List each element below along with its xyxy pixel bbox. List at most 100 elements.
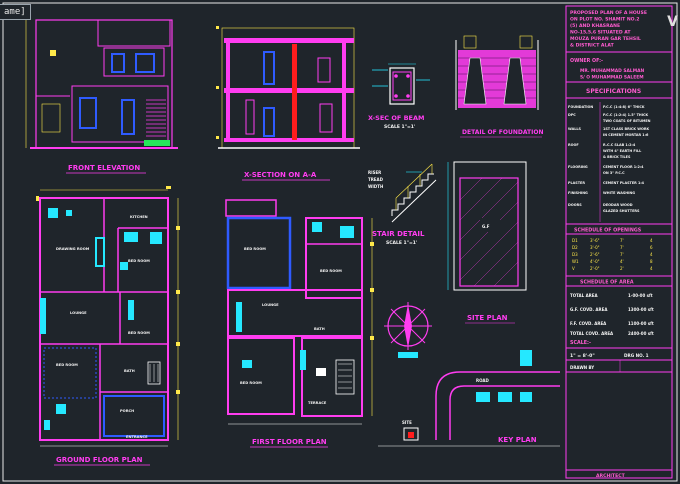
spec-val-13: GLAZED SHUTTERS — [603, 209, 640, 213]
site-plan-drawing: G.F — [447, 161, 527, 291]
north-arrow-icon — [384, 302, 432, 358]
area-val-0: 1-00-00 sft — [628, 293, 653, 298]
ground-floor-title: GROUND FLOOR PLAN — [56, 456, 143, 464]
owner-line-2: S/ O MUHAMMAD SALEEM — [580, 75, 644, 81]
spec-header: SPECIFICATIONS — [586, 88, 641, 95]
sched-2-3: 4 — [650, 252, 653, 257]
owner-header: OWNER OF:- — [570, 58, 603, 64]
architect-signature: ARCHITECT — [596, 473, 626, 479]
foundation-title: DETAIL OF FOUNDATION — [462, 129, 543, 136]
sched-2-1: 2'-6" — [590, 252, 600, 257]
stair-detail-scale: SCALE 1"=1' — [386, 240, 417, 246]
area-val-3: 2400-00 sft — [628, 331, 654, 336]
gf-room-bed-1: BED ROOM — [128, 259, 150, 263]
beam-section-drawing — [372, 63, 430, 105]
project-line-6: & DISTRICT ALAT — [570, 43, 615, 49]
gf-room-entrance: ENTRANCE — [126, 435, 148, 439]
ground-floor-plan-drawing — [36, 186, 180, 447]
ff-room-bath: BATH — [314, 327, 325, 331]
area-key-0: TOTAL AREA — [570, 293, 598, 298]
spec-val-9: ON 3" P.C.C — [603, 171, 625, 175]
sched-4-1: 2'-0" — [590, 266, 600, 271]
svg-text:G.F: G.F — [482, 224, 490, 229]
beam-section-scale: SCALE 1"=1' — [384, 124, 415, 130]
stair-note-width: WIDTH — [368, 184, 383, 189]
sched-0-3: 4 — [650, 238, 653, 243]
spec-val-1: P.C.C (1:2:4) 1.5" THICK — [603, 113, 649, 117]
area-key-1: G.F. COVD. AREA — [570, 307, 608, 312]
front-elevation-drawing — [25, 19, 178, 149]
sched-0-2: 7' — [620, 238, 624, 243]
spec-key-0: FOUNDATION — [568, 105, 593, 109]
site-plan-title: SITE PLAN — [467, 314, 508, 322]
sched-3-2: 4' — [620, 259, 624, 264]
project-line-3: (5) AND KHASRANE — [570, 23, 620, 29]
viewcube-corner-logo[interactable]: V — [667, 14, 678, 30]
key-plan-title: KEY PLAN — [498, 436, 537, 444]
section-aa-title: X-SECTION ON A-A — [244, 171, 317, 179]
sched-4-2: 2' — [620, 266, 624, 271]
ff-room-bed-2: BED ROOM — [320, 269, 342, 273]
stair-detail-title: STAIR DETAIL — [372, 230, 425, 238]
ff-room-terrace: TERRACE — [308, 401, 327, 405]
spec-table: FOUNDATION P.C.C (1:4:8) 6" THICK DPC P.… — [568, 105, 651, 213]
foundation-detail-drawing — [455, 35, 539, 110]
key-plan-site-note: SITE — [402, 420, 412, 425]
key-plan-road-note: ROAD — [476, 378, 489, 383]
sched-3-0: W1 — [572, 259, 579, 264]
spec-key-11: FINISHING — [568, 191, 588, 195]
sched-3-1: 4'-0" — [590, 259, 600, 264]
title-block — [565, 5, 673, 479]
area-val-2: 1100-00 sft — [628, 321, 654, 326]
spec-key-5: ROOF — [568, 143, 579, 147]
viewport-frame-tab[interactable]: ame] — [0, 4, 31, 20]
gf-room-bed-3: BED ROOM — [56, 363, 78, 367]
spec-val-8: CEMENT FLOOR 1:2:4 — [603, 165, 644, 169]
beam-section-title: X-SEC OF BEAM — [368, 114, 424, 122]
gf-room-drawing: DRAWING ROOM — [56, 247, 90, 251]
sched-2-2: 7' — [620, 252, 624, 257]
stair-detail-drawing — [391, 163, 437, 223]
gf-room-kitchen: KITCHEN — [130, 215, 148, 219]
sched-0-0: D1 — [572, 238, 578, 243]
key-plan-drawing — [378, 350, 560, 447]
sched-3-3: 8 — [650, 259, 653, 264]
spec-key-3: WALLS — [568, 127, 582, 131]
sched-4-3: 4 — [650, 266, 653, 271]
project-line-5: MOUZA PURAN GAR TEHSIL — [570, 36, 641, 42]
spec-val-0: P.C.C (1:4:8) 6" THICK — [603, 105, 645, 109]
sched-4-0: V — [572, 266, 575, 271]
spec-val-3: 1ST CLASS BRICK WORK — [603, 127, 649, 131]
area-header: SCHEDULE OF AREA — [580, 280, 634, 286]
drawing-number: DRG NO. 1 — [624, 353, 649, 358]
sched-1-0: D2 — [572, 245, 578, 250]
spec-key-8: FLOORING — [568, 165, 588, 169]
spec-val-5: R.C.C SLAB 1:2:4 — [603, 143, 636, 147]
ff-room-bed-1: BED ROOM — [244, 247, 266, 251]
first-floor-plan-drawing — [225, 199, 374, 425]
sched-2-0: D3 — [572, 252, 578, 257]
spec-val-2: TWO COATS OF BITUMEN — [603, 119, 651, 123]
spec-val-10: CEMENT PLASTER 1:4 — [603, 181, 645, 185]
title-block-project: PROPOSED PLAN OF A HOUSE ON PLOT NO. SHA… — [570, 10, 647, 49]
project-line-1: PROPOSED PLAN OF A HOUSE — [570, 10, 647, 16]
spec-key-10: PLASTER — [568, 181, 585, 185]
scale-label: SCALE:- — [570, 340, 591, 346]
front-elevation-title: FRONT ELEVATION — [68, 164, 140, 172]
stair-note-tread: TREAD — [368, 177, 384, 182]
ff-room-lounge: LOUNGE — [262, 303, 279, 307]
gf-room-porch: PORCH — [120, 409, 134, 413]
area-key-3: TOTAL COVD. AREA — [570, 331, 614, 336]
drawn-by-label: DRAWN BY — [570, 365, 594, 370]
scale-value: 1" = 8'-0" — [570, 353, 595, 359]
spec-key-1: DPC — [568, 113, 576, 117]
area-table: TOTAL AREA 1-00-00 sft G.F. COVD. AREA 1… — [570, 293, 654, 336]
spec-val-6: WITH 4" EARTH FILL — [603, 149, 642, 153]
gf-room-lounge: LOUNGE — [70, 311, 87, 315]
owner-line-1: MR. MUHAMMAD SALMAN — [580, 68, 644, 74]
sched-1-2: 7' — [620, 245, 624, 250]
section-aa-drawing — [216, 26, 360, 149]
